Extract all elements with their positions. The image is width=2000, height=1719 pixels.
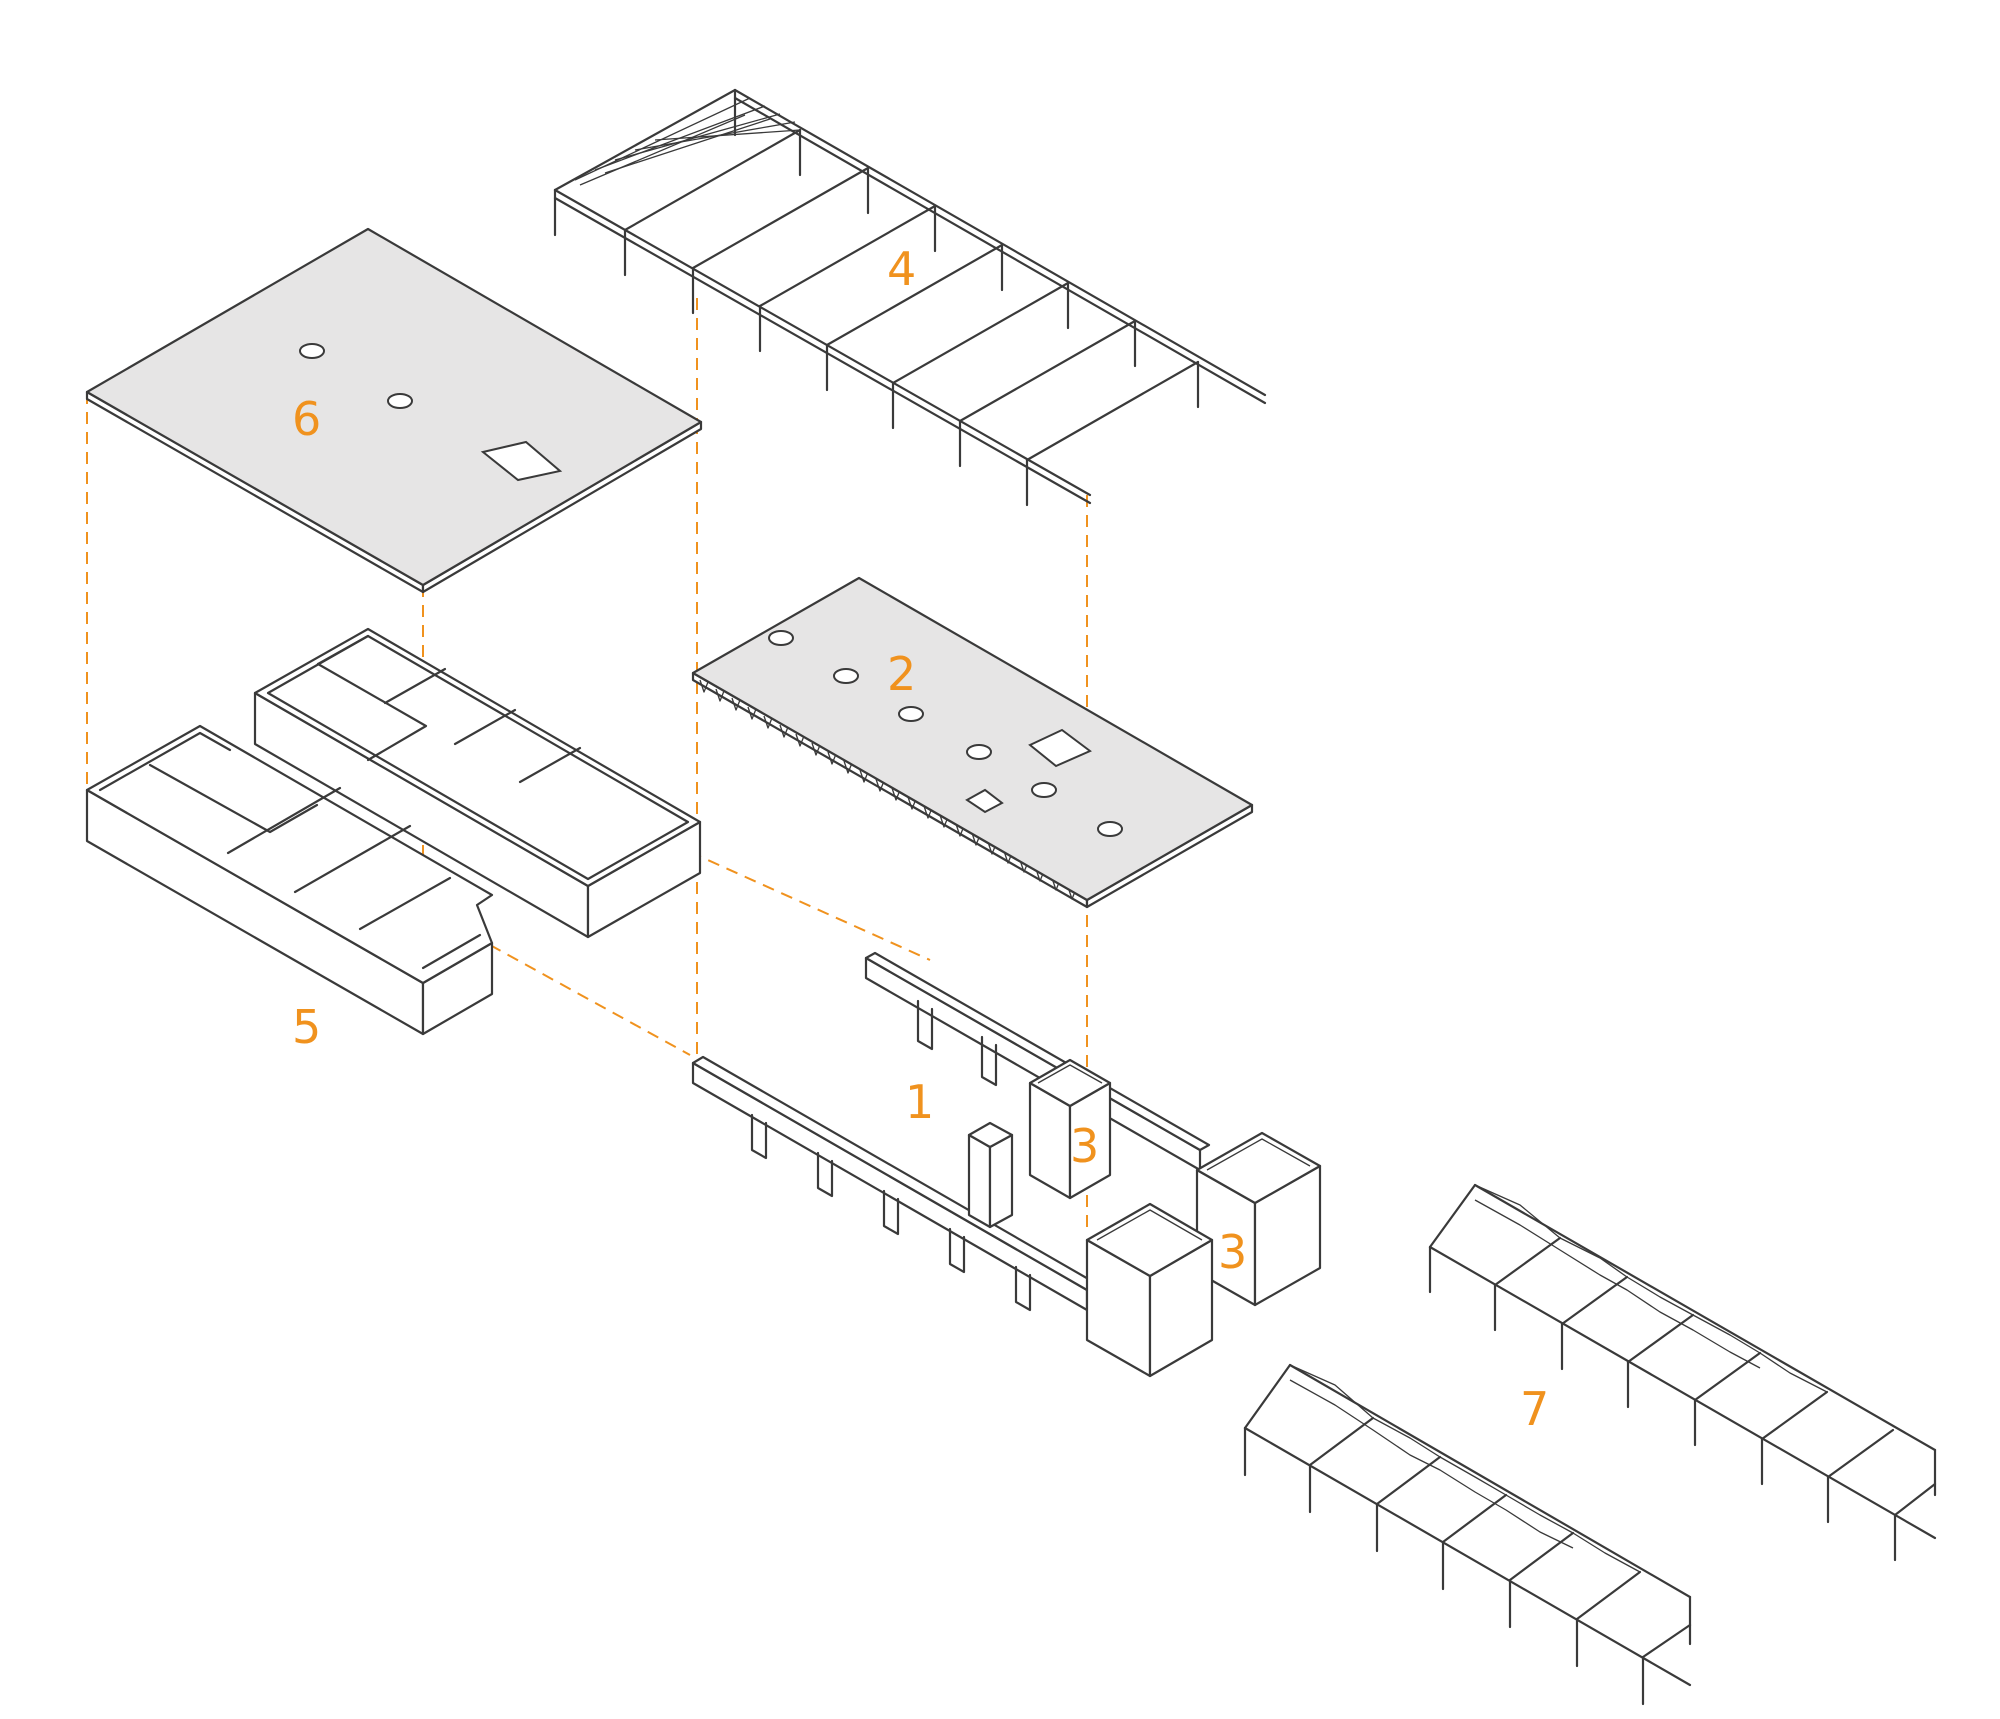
tower-boxes <box>1028 1058 1322 1378</box>
roof-skylight <box>480 440 563 482</box>
slab-opening <box>833 668 859 684</box>
roof-slab <box>85 227 703 594</box>
ribbed-floor-slab <box>691 576 1254 909</box>
label-tower-a: 3 <box>1070 1119 1099 1173</box>
slab-shaft-opening <box>965 788 1004 814</box>
label-tower-b: 3 <box>1218 1225 1247 1279</box>
room-blocks <box>85 627 702 1036</box>
central-core-walls <box>691 951 1211 1312</box>
label-slab: 2 <box>887 647 916 701</box>
label-trusses: 7 <box>1520 1382 1549 1436</box>
truss-frame-front <box>1243 1363 1692 1706</box>
label-core: 1 <box>905 1075 934 1129</box>
slab-opening <box>1097 821 1123 837</box>
slab-opening <box>768 630 794 646</box>
roof-opening <box>299 343 325 359</box>
label-rooms: 5 <box>292 1000 321 1054</box>
slab-stair-opening <box>1028 728 1092 768</box>
slab-opening <box>898 706 924 722</box>
slab-opening <box>966 744 992 760</box>
slab-opening <box>1031 782 1057 798</box>
label-roof: 6 <box>292 392 321 446</box>
label-frame: 4 <box>887 242 916 296</box>
truss-frame-back <box>1428 1183 1937 1562</box>
upper-steel-frame <box>553 88 1267 507</box>
roof-opening <box>387 393 413 409</box>
